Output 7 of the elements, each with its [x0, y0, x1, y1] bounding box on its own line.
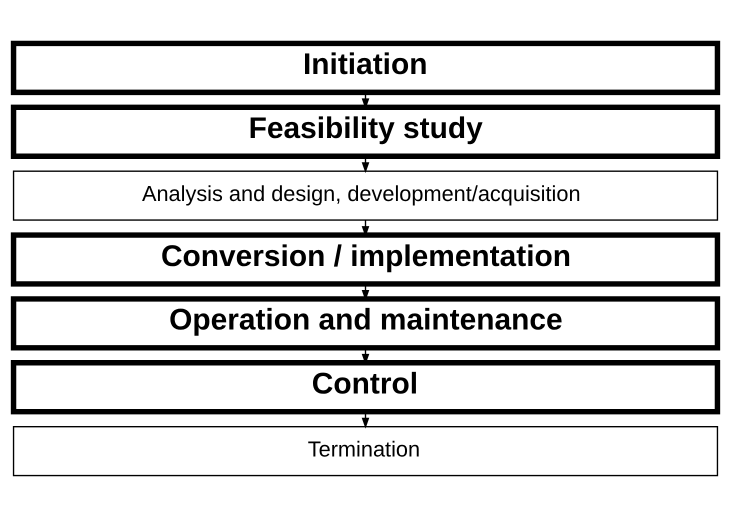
node-box: Operation and maintenance	[10, 296, 720, 351]
node-box: Initiation	[10, 40, 720, 96]
node-box: Conversion / implementation	[10, 232, 720, 287]
node-box: Control	[10, 360, 720, 414]
node-box: Feasibility study	[10, 104, 720, 159]
node-box: Analysis and design, development/acquisition	[12, 170, 718, 221]
node-box: Termination	[12, 426, 718, 476]
